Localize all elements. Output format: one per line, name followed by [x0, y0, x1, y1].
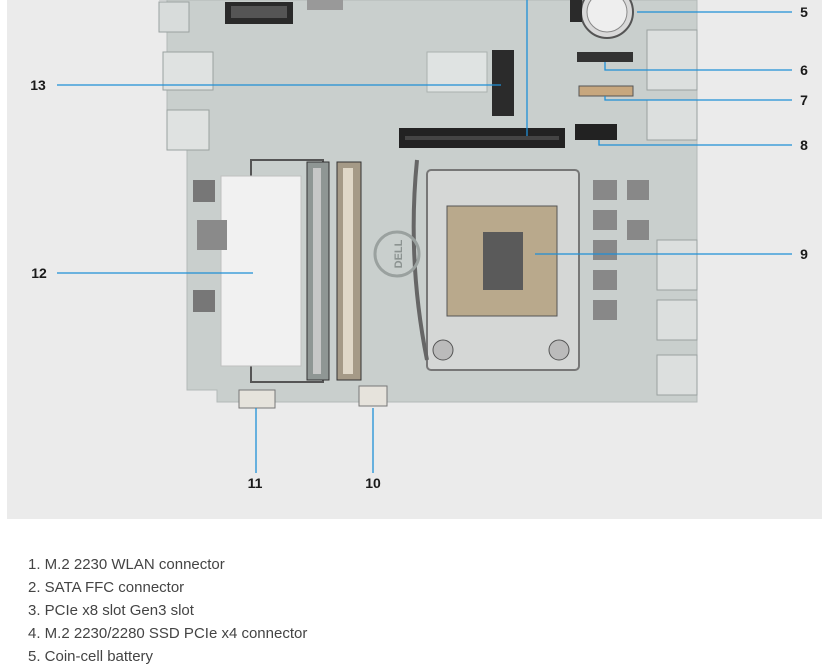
leader-lines [57, 0, 792, 473]
connector-6 [577, 52, 633, 62]
legend-item: 4. M.2 2230/2280 SSD PCIe x4 connector [28, 625, 308, 642]
callout-11: 11 [247, 475, 263, 491]
rear-port-right-2 [646, 99, 698, 141]
callout-8: 8 [800, 137, 808, 153]
callout-7: 7 [800, 92, 808, 108]
rear-port-left-3 [166, 109, 210, 151]
leader-line-6 [604, 62, 792, 71]
ssd-m2-connector [492, 50, 514, 116]
cpu-lever [411, 159, 429, 361]
legend-item: 2. SATA FFC connector [28, 579, 185, 596]
callout-5: 5 [800, 4, 808, 20]
motherboard-illustration: DELL [57, 0, 792, 473]
rear-port-right-5 [656, 354, 698, 396]
rear-port-right-1 [646, 29, 698, 91]
callout-9: 9 [800, 246, 808, 262]
motherboard-figure: DELL 5 6 7 8 9 10 11 [7, 0, 822, 519]
rear-port-right-4 [656, 299, 698, 341]
connector-8 [575, 124, 617, 140]
leader-line-8 [598, 140, 792, 146]
component-legend: 1. M.2 2230 WLAN connector 2. SATA FFC c… [28, 553, 307, 668]
rear-port-left-2 [162, 51, 214, 91]
rear-port-left-1 [158, 1, 190, 33]
fan-header-10 [358, 385, 388, 407]
legend-item: 5. Coin-cell battery [28, 648, 154, 665]
sata-ffc-connector [307, 0, 343, 10]
callout-12: 12 [31, 265, 47, 281]
callout-13: 13 [30, 77, 46, 93]
leader-line-7 [604, 96, 792, 101]
callout-10: 10 [365, 475, 381, 491]
legend-item: 1. M.2 2230 WLAN connector [28, 556, 225, 573]
callout-6: 6 [800, 62, 808, 78]
ssd-label-area [426, 51, 488, 93]
fan-header-11 [238, 389, 276, 409]
legend-item: 3. PCIe x8 slot Gen3 slot [28, 602, 194, 619]
rear-port-right-3 [656, 239, 698, 291]
connector-7 [578, 85, 634, 97]
dell-logo-text: DELL [393, 239, 405, 268]
dell-logo [373, 230, 421, 278]
